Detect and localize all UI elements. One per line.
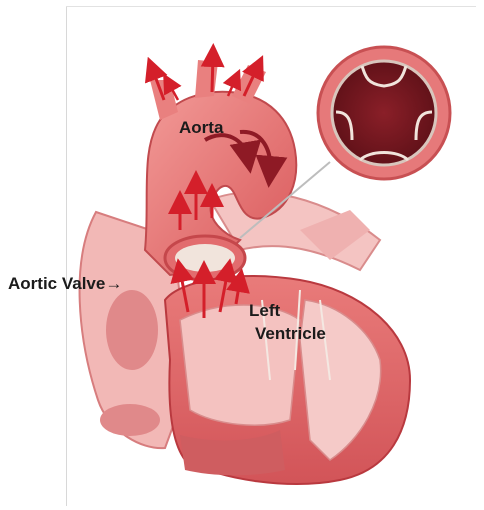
aortic-valve-cross-section — [318, 47, 450, 179]
aorta-label: Aorta — [179, 118, 223, 138]
blood-flow-arrow-icon — [212, 55, 213, 92]
left-ventricle-label-line2: Ventricle — [255, 324, 326, 344]
aortic-valve-label: Aortic Valve→ — [8, 274, 122, 294]
left-ventricle-label-line1: Left — [249, 301, 280, 321]
left-ventricle — [165, 276, 410, 484]
